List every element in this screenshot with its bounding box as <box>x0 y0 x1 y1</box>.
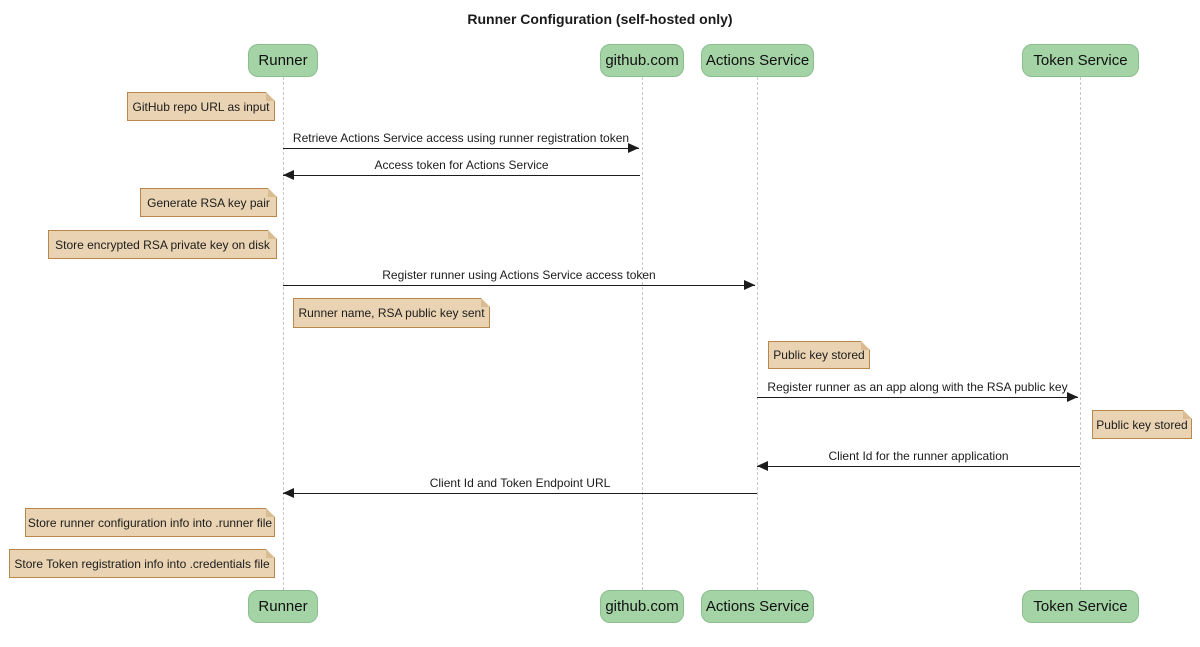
note-generate-rsa-key: Generate RSA key pair <box>140 188 277 217</box>
message-label: Retrieve Actions Service access using ru… <box>292 131 630 145</box>
note-text: Runner name, RSA public key sent <box>298 306 485 320</box>
arrowhead-icon <box>283 488 294 498</box>
message-line <box>757 397 1078 398</box>
lifeline-token-service <box>1080 77 1081 590</box>
note-text: GitHub repo URL as input <box>132 99 270 114</box>
participant-label: Runner <box>258 598 308 615</box>
message-retrieve-actions-access: Retrieve Actions Service access using ru… <box>283 131 639 154</box>
participant-label: Runner <box>258 52 308 69</box>
message-line <box>283 493 757 494</box>
arrowhead-icon <box>628 143 639 153</box>
arrowhead-icon <box>1067 392 1078 402</box>
note-store-runner-file: Store runner configuration info into .ru… <box>25 508 275 537</box>
note-public-key-stored-token: Public key stored <box>1092 410 1192 439</box>
message-line <box>283 148 639 149</box>
note-store-private-key: Store encrypted RSA private key on disk <box>48 230 277 259</box>
participant-label: github.com <box>605 598 679 615</box>
participant-label: Token Service <box>1033 598 1128 615</box>
participant-actions-service-top: Actions Service <box>701 44 814 77</box>
participant-actions-service-bottom: Actions Service <box>701 590 814 623</box>
note-text: Public key stored <box>773 348 865 362</box>
lifeline-github-com <box>642 77 643 590</box>
note-text: Store Token registration info into .cred… <box>14 556 270 571</box>
participant-label: github.com <box>605 52 679 69</box>
message-client-id-returned: Client Id for the runner application <box>757 449 1080 472</box>
message-access-token-returned: Access token for Actions Service <box>283 158 640 181</box>
message-label: Client Id and Token Endpoint URL <box>429 476 611 490</box>
participant-runner-bottom: Runner <box>248 590 318 623</box>
participant-github-com-bottom: github.com <box>600 590 684 623</box>
participant-token-service-top: Token Service <box>1022 44 1139 77</box>
participant-token-service-bottom: Token Service <box>1022 590 1139 623</box>
message-line <box>283 175 640 176</box>
note-public-key-stored-actions: Public key stored <box>768 341 870 369</box>
message-client-id-token-endpoint: Client Id and Token Endpoint URL <box>283 476 757 499</box>
note-text: Store encrypted RSA private key on disk <box>55 237 270 252</box>
message-label: Access token for Actions Service <box>374 158 549 172</box>
message-line <box>757 466 1080 467</box>
message-register-runner-as-app: Register runner as an app along with the… <box>757 380 1078 403</box>
lifeline-runner <box>283 77 284 590</box>
message-label: Register runner using Actions Service ac… <box>382 268 656 282</box>
message-label: Register runner as an app along with the… <box>767 380 1068 394</box>
message-label: Client Id for the runner application <box>828 449 1009 463</box>
note-runner-name-sent: Runner name, RSA public key sent <box>293 298 490 328</box>
arrowhead-icon <box>283 170 294 180</box>
participant-runner-top: Runner <box>248 44 318 77</box>
participant-label: Token Service <box>1033 52 1128 69</box>
participant-github-com-top: github.com <box>600 44 684 77</box>
participant-label: Actions Service <box>705 598 810 615</box>
diagram-title: Runner Configuration (self-hosted only) <box>467 11 733 27</box>
message-register-runner: Register runner using Actions Service ac… <box>283 268 755 291</box>
note-store-credentials-file: Store Token registration info into .cred… <box>9 549 275 578</box>
participant-label: Actions Service <box>705 52 810 69</box>
note-text: Store runner configuration info into .ru… <box>27 515 273 530</box>
note-github-repo-url: GitHub repo URL as input <box>127 92 275 121</box>
arrowhead-icon <box>744 280 755 290</box>
message-line <box>283 285 755 286</box>
note-text: Generate RSA key pair <box>147 195 270 210</box>
note-text: Public key stored <box>1096 417 1188 432</box>
lifeline-actions-service <box>757 77 758 590</box>
arrowhead-icon <box>757 461 768 471</box>
